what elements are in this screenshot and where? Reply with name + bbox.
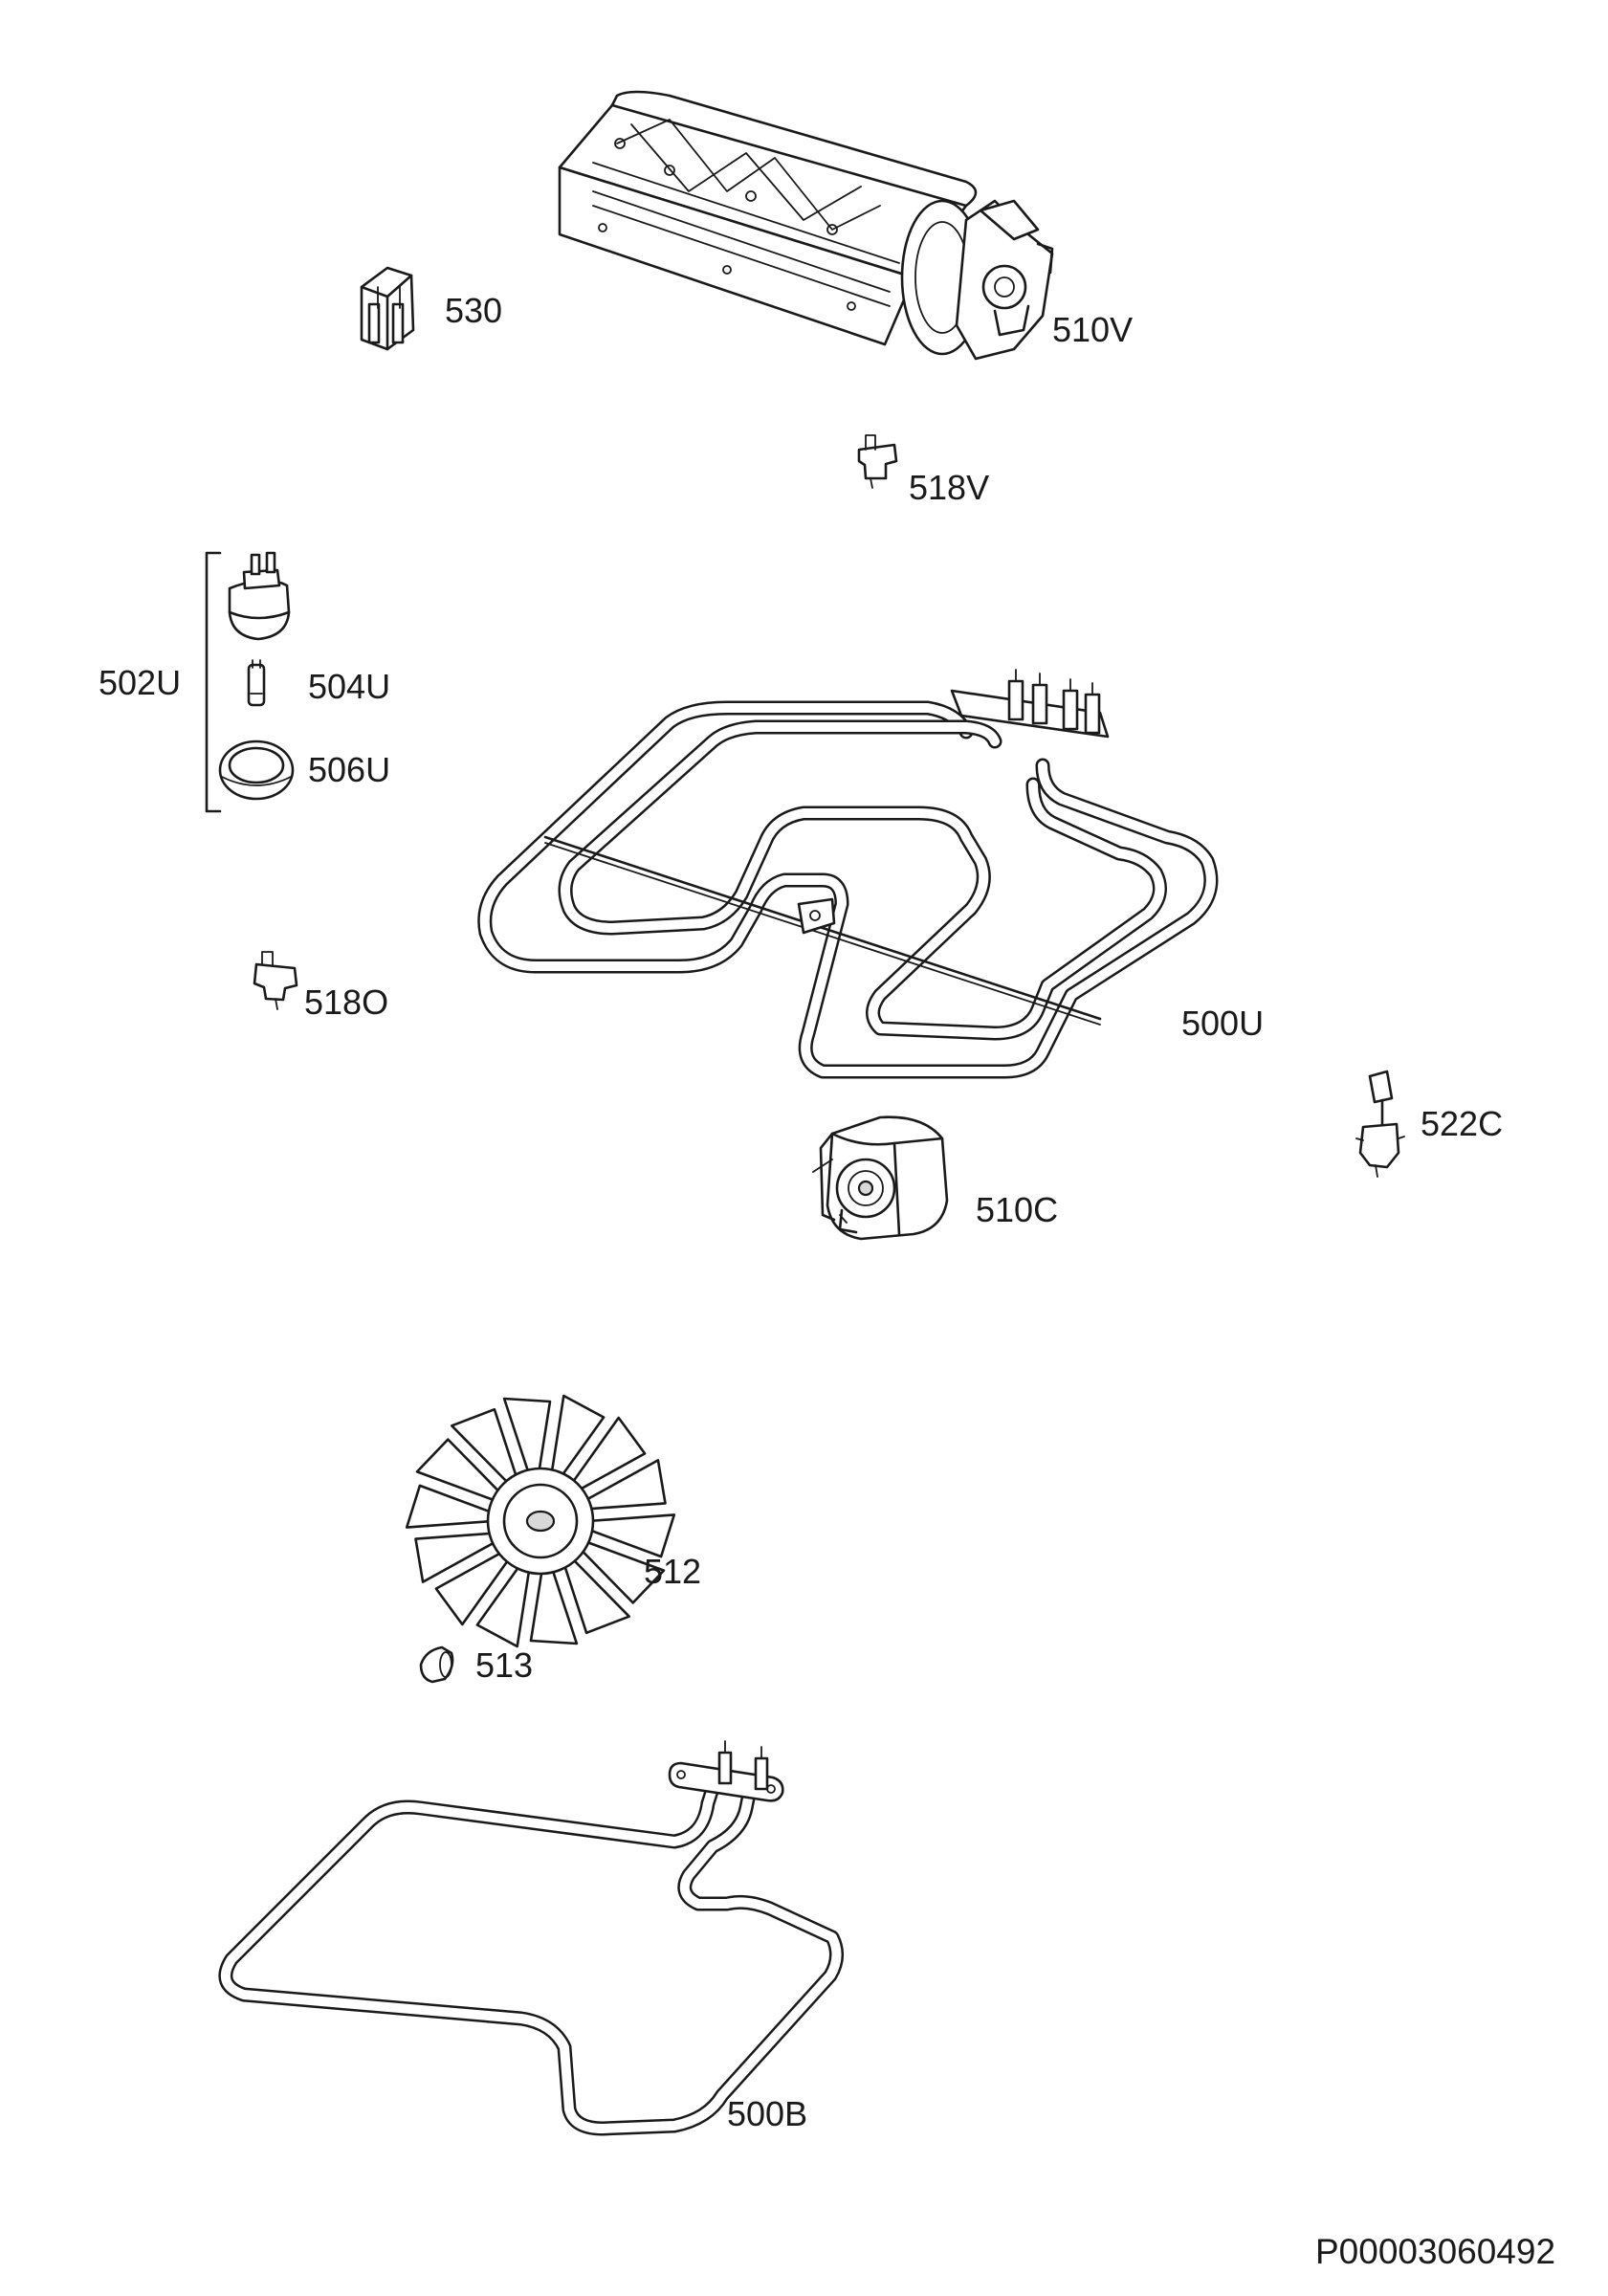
lamp-bulb-drawing (247, 659, 266, 707)
document-code: P00003060492 (1315, 2232, 1555, 2271)
label-512: 512 (644, 1552, 701, 1591)
fan-motor-drawing (812, 1115, 949, 1241)
lamp-assembly-bracket (205, 551, 222, 813)
label-518v: 518V (909, 468, 989, 507)
top-heating-element-drawing (477, 669, 1219, 1079)
lamp-cover-drawing (218, 740, 295, 801)
label-500u: 500U (1181, 1004, 1264, 1043)
label-506u: 506U (308, 750, 390, 789)
label-513: 513 (475, 1645, 533, 1685)
label-530: 530 (445, 291, 502, 330)
clip-518v-drawing (857, 434, 898, 489)
lamp-holder-drawing (228, 551, 291, 641)
label-518o: 518O (304, 982, 388, 1022)
label-500b: 500B (727, 2094, 807, 2133)
label-502u: 502U (99, 663, 181, 702)
fan-nut-drawing (419, 1645, 454, 1684)
label-522c: 522C (1421, 1104, 1503, 1143)
label-510v: 510V (1052, 310, 1133, 349)
fan-wheel-drawing (405, 1394, 676, 1648)
label-504u: 504U (308, 667, 390, 706)
clip-518o-drawing (253, 951, 298, 1010)
sensor-522c-drawing (1355, 1070, 1405, 1178)
terminal-block-drawing (360, 266, 415, 351)
bottom-heating-element-drawing (218, 1740, 844, 2136)
tangential-fan-drawing (558, 90, 1054, 361)
label-510c: 510C (976, 1190, 1058, 1229)
